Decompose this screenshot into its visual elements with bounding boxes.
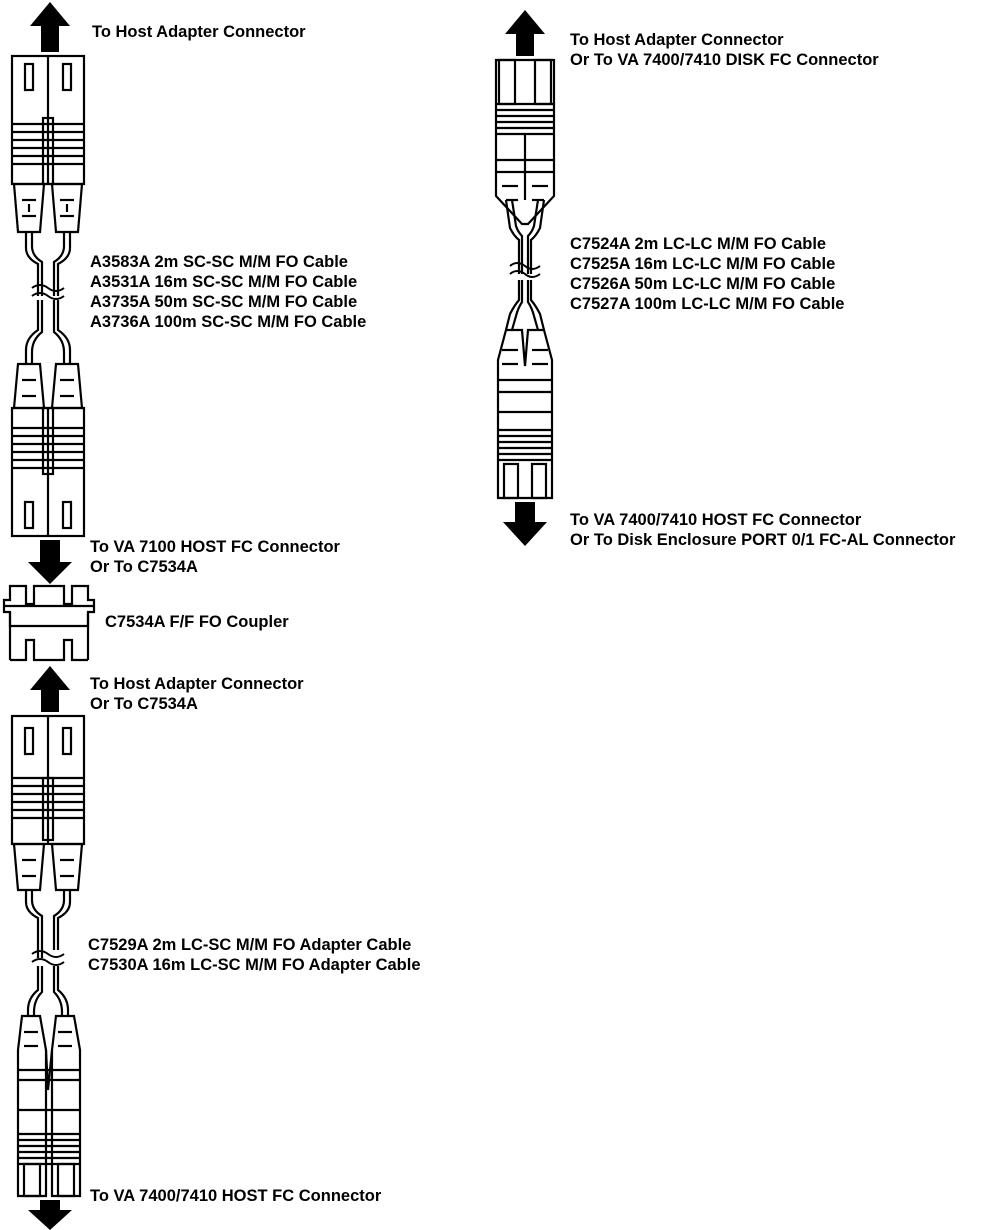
sc-top-connection-label: To Host Adapter Connector xyxy=(92,22,306,42)
cable-model-a3735a: A3735A 50m SC-SC M/M FO Cable xyxy=(90,293,358,311)
lc-connector-adapter xyxy=(16,1014,82,1198)
lcsc-top-connection-label: To Host Adapter Connector Or To C7534A xyxy=(90,674,304,714)
sc-boots-adapter xyxy=(12,842,84,892)
lcsc-top-connection-line2: Or To C7534A xyxy=(90,695,198,713)
lcsc-top-connection-line1: To Host Adapter Connector xyxy=(90,675,304,693)
lc-bottom-connection-line2: Or To Disk Enclosure PORT 0/1 FC-AL Conn… xyxy=(570,531,956,549)
lc-cable-wires xyxy=(504,199,546,331)
sc-bottom-connection-line1: To VA 7100 HOST FC Connector xyxy=(90,538,340,556)
lc-bottom-connection-label: To VA 7400/7410 HOST FC Connector Or To … xyxy=(570,510,955,550)
cable-model-c7527a: C7527A 100m LC-LC M/M FO Cable xyxy=(570,295,845,313)
sc-connector-adapter xyxy=(10,714,86,846)
sc-boots-bottom xyxy=(12,362,84,410)
lc-top-connection-label: To Host Adapter Connector Or To VA 7400/… xyxy=(570,30,879,70)
lc-top-connection-line1: To Host Adapter Connector xyxy=(570,31,784,49)
cable-model-c7529a: C7529A 2m LC-SC M/M FO Adapter Cable xyxy=(88,936,412,954)
cable-model-a3736a: A3736A 100m SC-SC M/M FO Cable xyxy=(90,313,367,331)
cable-wires-upper xyxy=(24,232,72,300)
cable-model-a3583a: A3583A 2m SC-SC M/M FO Cable xyxy=(90,253,348,271)
cable-wires-lower xyxy=(24,300,72,364)
cable-model-c7525a: C7525A 16m LC-LC M/M FO Cable xyxy=(570,255,836,273)
sc-bottom-connection-line2: Or To C7534A xyxy=(90,558,198,576)
lcsc-cable-models-label: C7529A 2m LC-SC M/M FO Adapter Cable C75… xyxy=(88,935,421,975)
up-arrow-icon xyxy=(30,2,70,52)
cable-model-c7530a: C7530A 16m LC-SC M/M FO Adapter Cable xyxy=(88,956,421,974)
down-arrow-icon-3 xyxy=(503,502,547,546)
adapter-cable-wires-lower xyxy=(26,966,70,1016)
down-arrow-icon xyxy=(28,540,72,584)
lc-bottom-connection-line1: To VA 7400/7410 HOST FC Connector xyxy=(570,511,862,529)
cable-model-c7526a: C7526A 50m LC-LC M/M FO Cable xyxy=(570,275,836,293)
lc-connector-top xyxy=(494,58,556,226)
cable-model-c7524a: C7524A 2m LC-LC M/M FO Cable xyxy=(570,235,827,253)
sc-connector-top xyxy=(10,54,86,186)
sc-cable-models-label: A3583A 2m SC-SC M/M FO Cable A3531A 16m … xyxy=(90,252,366,332)
lc-connector-bottom xyxy=(496,328,554,500)
coupler-label: C7534A F/F FO Coupler xyxy=(105,612,289,632)
sc-top-connection-text: To Host Adapter Connector xyxy=(92,23,306,41)
coupler-label-text: C7534A F/F FO Coupler xyxy=(105,613,289,631)
sc-boots-top xyxy=(12,182,84,234)
lcsc-bottom-connection-label: To VA 7400/7410 HOST FC Connector xyxy=(90,1186,381,1206)
lcsc-bottom-connection-text: To VA 7400/7410 HOST FC Connector xyxy=(90,1187,382,1205)
sc-bottom-connection-label: To VA 7100 HOST FC Connector Or To C7534… xyxy=(90,537,340,577)
down-arrow-icon-2 xyxy=(28,1200,72,1230)
cable-model-a3531a: A3531A 16m SC-SC M/M FO Cable xyxy=(90,273,358,291)
lc-cable-models-label: C7524A 2m LC-LC M/M FO Cable C7525A 16m … xyxy=(570,234,844,314)
adapter-cable-wires-upper xyxy=(24,890,72,966)
sc-connector-bottom xyxy=(10,406,86,538)
coupler-shape xyxy=(2,584,96,662)
up-arrow-icon-2 xyxy=(30,666,70,712)
lc-top-connection-line2: Or To VA 7400/7410 DISK FC Connector xyxy=(570,51,879,69)
up-arrow-icon-3 xyxy=(505,10,545,56)
